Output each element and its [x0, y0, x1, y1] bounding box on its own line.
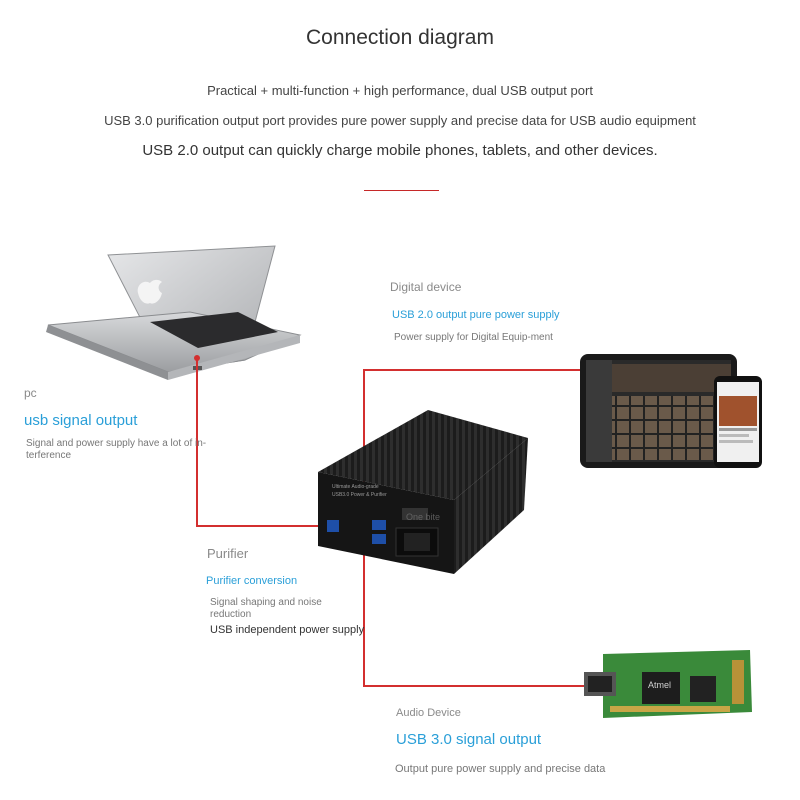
- digital-description: Power supply for Digital Equip-ment: [394, 332, 553, 343]
- chip-label: Atmel: [648, 680, 671, 690]
- audio-device-label: Audio Device: [396, 707, 461, 719]
- purifier-accent-label: Purifier conversion: [206, 575, 298, 587]
- pc-accent-label: usb signal output: [24, 412, 138, 429]
- title-divider: [364, 190, 439, 191]
- audio-accent-label: USB 3.0 signal output: [396, 731, 542, 748]
- audio-board-image: Atmel: [584, 650, 752, 718]
- subtitle-line-1: Practical + multi-function + high perfor…: [207, 83, 593, 98]
- digital-device-label: Digital device: [390, 280, 462, 294]
- page-title: Connection diagram: [306, 26, 494, 49]
- purifier-label: Purifier: [207, 546, 249, 561]
- pc-description: Signal and power supply have a lot of in…: [26, 438, 207, 461]
- box-front-text-2: USB3.0 Power & Purifier: [332, 492, 387, 498]
- purifier-description-1: Signal shaping and noise reduction: [210, 597, 322, 620]
- laptop-image: [46, 245, 302, 380]
- purifier-box-image: Ultimate Audio-grade USB3.0 Power & Puri…: [318, 410, 528, 574]
- purifier-description-2: USB independent power supply: [210, 624, 365, 636]
- pc-connector-dot: [194, 355, 200, 361]
- digital-accent-label: USB 2.0 output pure power supply: [392, 309, 560, 321]
- audio-description: Output pure power supply and precise dat…: [395, 763, 606, 775]
- tablet-phone-image: [580, 354, 762, 468]
- watermark: One bite: [406, 512, 440, 522]
- box-front-text-1: Ultimate Audio-grade: [332, 484, 379, 490]
- subtitle-line-3: USB 2.0 output can quickly charge mobile…: [142, 142, 658, 159]
- subtitle-line-2: USB 3.0 purification output port provide…: [104, 113, 696, 128]
- pc-label: pc: [24, 386, 37, 400]
